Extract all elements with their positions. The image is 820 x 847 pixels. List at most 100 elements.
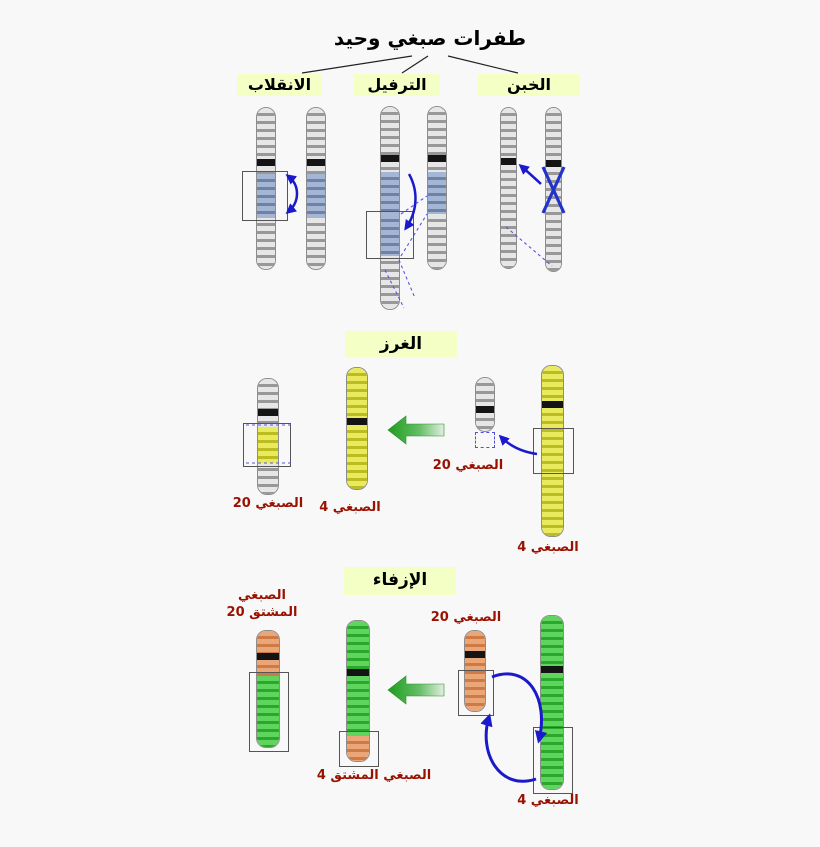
chromosome-arm [465, 631, 485, 651]
inversion-segment-outline [242, 171, 288, 221]
chromosome-arm [307, 166, 325, 174]
translocation-exchange-arrow-left [480, 713, 537, 783]
title-line-middle [401, 55, 429, 74]
inverted-segment [257, 174, 275, 218]
chromosome-arm [307, 218, 325, 269]
chromosome-arm [541, 616, 563, 666]
inversion-flip-arrow [285, 174, 299, 215]
chromosome-arm [258, 463, 278, 494]
chromosome-arm [347, 621, 369, 669]
chromosome-arm [542, 366, 563, 401]
chromosome-arm [347, 368, 367, 418]
chromosome-arm [381, 107, 399, 155]
chromosome-arm [257, 631, 279, 653]
deletion-arrow [518, 163, 542, 185]
chromosome-arm [257, 166, 275, 174]
centromere [465, 651, 485, 658]
centromere [257, 159, 275, 166]
page-title: طفرات صبغي وحيد [333, 26, 527, 50]
chromosome-translocation-source-20 [464, 630, 486, 712]
duplication-segment-outline [366, 211, 414, 259]
section-label-inversion: الانقلاب [237, 74, 322, 96]
chromosome-duplication-left [380, 106, 400, 310]
centromere [541, 666, 563, 673]
centromere [307, 159, 325, 166]
section-label-duplication: الترفيل [354, 74, 440, 96]
chromosome-arm [546, 167, 561, 271]
insertion-source-segment-outline [533, 428, 574, 474]
chromosome-arm [465, 658, 485, 711]
chromosome-inversion-right [306, 107, 326, 270]
insertion-target-slot [475, 432, 495, 448]
chromosome-arm [307, 108, 325, 159]
chromosome-arm [257, 218, 275, 269]
duplication-dotted-line [398, 259, 416, 299]
insertion-segment-outline [243, 423, 291, 467]
centromere [258, 409, 278, 416]
centromere [546, 160, 561, 167]
chromosome-deletion-right [545, 107, 562, 272]
title-line-right [447, 55, 519, 74]
label-translocation-derived-chr20: الصبغي المشتق 20 [222, 588, 302, 622]
centromere [476, 406, 494, 413]
label-insertion-result-chr20: الصبغي 20 [232, 496, 304, 511]
inserted-segment [258, 427, 278, 463]
chromosome-duplication-right [427, 106, 447, 270]
chromosome-arm [476, 413, 494, 431]
chromosome-inversion-left [256, 107, 276, 270]
centromere [428, 155, 446, 162]
centromere [542, 401, 563, 408]
translocation-derived4-outline [339, 731, 379, 767]
chromosome-arm [542, 408, 563, 536]
title-line-left [301, 55, 413, 74]
chromosome-arm [428, 214, 446, 269]
translocation-source4-outline [533, 727, 573, 794]
label-line-2: المشتق 20 [226, 604, 298, 620]
label-line-1: الصبغي [238, 588, 286, 603]
source-segment [428, 172, 446, 214]
chromosome-arm [258, 416, 278, 427]
chromosome-arm [501, 108, 516, 158]
chromosome-translocation-derived-20 [256, 630, 280, 748]
label-insertion-source-chr20: الصبغي 20 [432, 458, 504, 473]
chromosome-arm [428, 107, 446, 155]
chromosome-deletion-left [500, 107, 517, 269]
label-insertion-result-chr4: الصبغي 4 [319, 500, 381, 515]
chromosome-arm [381, 162, 399, 172]
chromosome-arm [541, 673, 563, 789]
inverted-segment [307, 174, 325, 218]
chromosome-arm [476, 378, 494, 406]
chromosome-translocation-derived-4 [346, 620, 370, 762]
translocated-segment [347, 736, 369, 761]
chromosome-arm [258, 379, 278, 409]
duplicated-segment-copy [381, 214, 399, 256]
chromosome-insertion-source-4 [541, 365, 564, 537]
chromosome-arm [257, 108, 275, 159]
section-label-deletion: الخبن [478, 74, 580, 96]
centromere [501, 158, 516, 165]
chromosome-insertion-source-20 [475, 377, 495, 432]
chromosome-arm [428, 162, 446, 172]
chromosome-arm [546, 108, 561, 160]
chromosome-arm [347, 425, 367, 489]
centromere [381, 155, 399, 162]
section-label-insertion: الغرز [345, 331, 457, 357]
translocation-source20-outline [458, 670, 494, 716]
label-translocation-derived-chr4: الصبغي المشتق 4 [316, 768, 432, 783]
green-result-arrow-insertion [387, 415, 445, 445]
duplicated-segment [381, 172, 399, 214]
chromosome-arm [381, 256, 399, 309]
green-result-arrow-translocation [387, 675, 445, 705]
chromosome-insertion-result-20 [257, 378, 279, 495]
label-translocation-source-chr20: الصبغي 20 [430, 610, 502, 625]
chromosome-insertion-result-4 [346, 367, 368, 490]
chromosome-arm [501, 165, 516, 268]
centromere [347, 669, 369, 676]
translocation-derived20-outline [249, 672, 289, 752]
label-insertion-source-chr4: الصبغي 4 [517, 540, 579, 555]
insertion-transfer-arrow [498, 434, 538, 456]
translocated-segment [257, 676, 279, 747]
chromosome-arm [347, 676, 369, 736]
